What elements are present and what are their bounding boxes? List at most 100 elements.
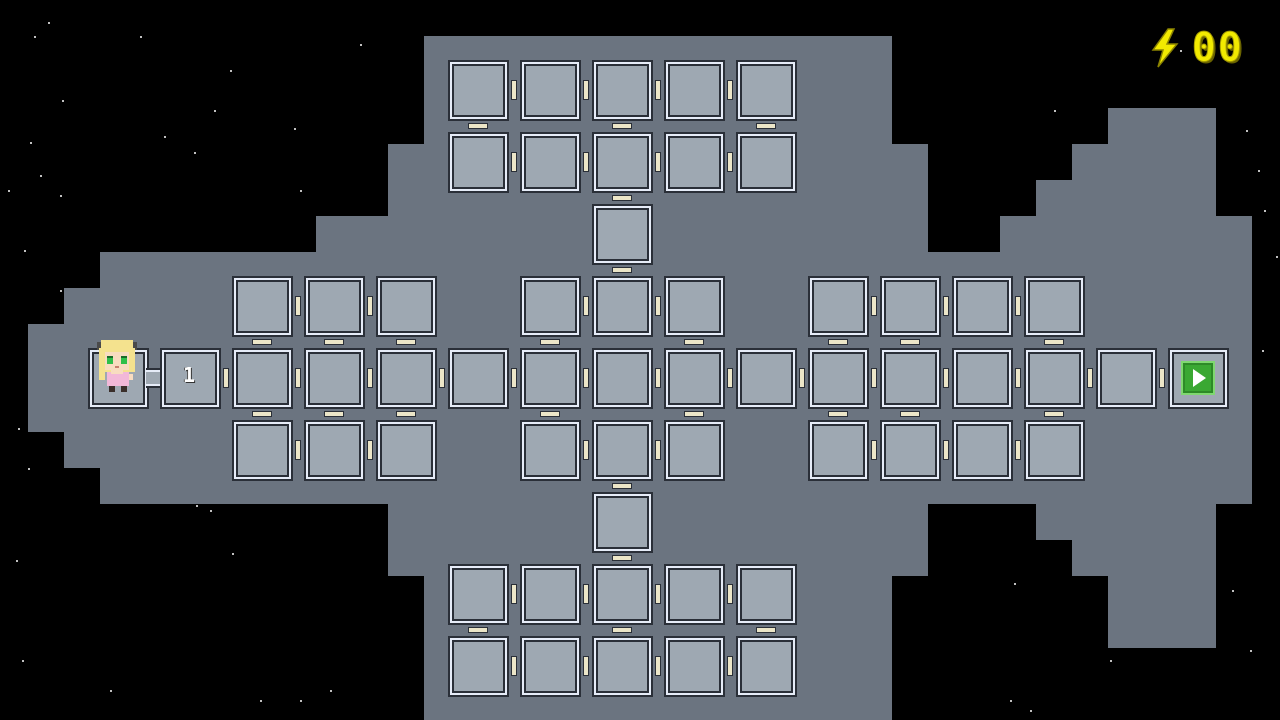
room[interactable] [736, 132, 797, 193]
door-vertical[interactable] [756, 123, 776, 129]
room[interactable] [592, 420, 653, 481]
room[interactable] [304, 420, 365, 481]
door-vertical[interactable] [612, 555, 632, 561]
room[interactable] [880, 420, 941, 481]
room[interactable] [664, 276, 725, 337]
goal-exit-button[interactable] [1181, 361, 1215, 395]
door-vertical[interactable] [396, 411, 416, 417]
door-vertical[interactable] [252, 339, 272, 345]
door-horizontal[interactable] [1159, 368, 1165, 388]
door-horizontal[interactable] [727, 80, 733, 100]
room[interactable] [808, 276, 869, 337]
door-vertical[interactable] [324, 339, 344, 345]
room[interactable] [736, 60, 797, 121]
room[interactable] [1096, 348, 1157, 409]
door-horizontal[interactable] [583, 440, 589, 460]
room[interactable] [1024, 276, 1085, 337]
door-horizontal[interactable] [655, 152, 661, 172]
door-horizontal[interactable] [367, 440, 373, 460]
door-vertical[interactable] [612, 195, 632, 201]
door-vertical[interactable] [612, 123, 632, 129]
door-horizontal[interactable] [583, 80, 589, 100]
room[interactable] [304, 348, 365, 409]
room[interactable] [376, 276, 437, 337]
room[interactable] [880, 276, 941, 337]
room[interactable] [664, 636, 725, 697]
room[interactable] [448, 348, 509, 409]
door-horizontal[interactable] [511, 152, 517, 172]
room[interactable] [664, 60, 725, 121]
room[interactable] [592, 564, 653, 625]
door-horizontal[interactable] [655, 296, 661, 316]
room[interactable] [520, 60, 581, 121]
door-horizontal[interactable] [583, 368, 589, 388]
door-horizontal[interactable] [943, 368, 949, 388]
door-horizontal[interactable] [295, 296, 301, 316]
door-horizontal[interactable] [511, 368, 517, 388]
door-vertical[interactable] [1044, 411, 1064, 417]
room[interactable] [448, 132, 509, 193]
door-vertical[interactable] [756, 627, 776, 633]
door-vertical[interactable] [252, 411, 272, 417]
room[interactable] [376, 420, 437, 481]
door-horizontal[interactable] [1015, 440, 1021, 460]
door-horizontal[interactable] [583, 584, 589, 604]
door-horizontal[interactable] [943, 440, 949, 460]
door-vertical[interactable] [540, 411, 560, 417]
room[interactable] [664, 132, 725, 193]
room[interactable] [592, 636, 653, 697]
door-horizontal[interactable] [943, 296, 949, 316]
door-vertical[interactable] [828, 339, 848, 345]
room[interactable] [952, 348, 1013, 409]
room[interactable] [808, 420, 869, 481]
door-vertical[interactable] [612, 627, 632, 633]
door-vertical[interactable] [612, 267, 632, 273]
door-horizontal[interactable] [655, 368, 661, 388]
door-horizontal[interactable] [655, 440, 661, 460]
room[interactable] [736, 564, 797, 625]
room[interactable] [880, 348, 941, 409]
room-number-one[interactable] [160, 348, 221, 409]
room[interactable] [952, 276, 1013, 337]
room[interactable] [592, 60, 653, 121]
door-horizontal[interactable] [655, 80, 661, 100]
room[interactable] [592, 348, 653, 409]
door-horizontal[interactable] [1087, 368, 1093, 388]
room[interactable] [520, 132, 581, 193]
door-horizontal[interactable] [583, 656, 589, 676]
room[interactable] [1024, 348, 1085, 409]
room[interactable] [952, 420, 1013, 481]
door-horizontal[interactable] [655, 656, 661, 676]
room[interactable] [592, 276, 653, 337]
player-character[interactable] [95, 340, 139, 396]
room[interactable] [520, 564, 581, 625]
room[interactable] [736, 348, 797, 409]
room[interactable] [376, 348, 437, 409]
room[interactable] [592, 132, 653, 193]
door-horizontal[interactable] [439, 368, 445, 388]
door-horizontal[interactable] [727, 584, 733, 604]
door-horizontal[interactable] [655, 584, 661, 604]
room[interactable] [1024, 420, 1085, 481]
door-horizontal[interactable] [295, 440, 301, 460]
room[interactable] [232, 420, 293, 481]
room[interactable] [520, 636, 581, 697]
room[interactable] [664, 348, 725, 409]
door-vertical[interactable] [684, 411, 704, 417]
door-vertical[interactable] [540, 339, 560, 345]
door-horizontal[interactable] [727, 368, 733, 388]
room[interactable] [448, 636, 509, 697]
door-horizontal[interactable] [727, 656, 733, 676]
room[interactable] [736, 636, 797, 697]
door-horizontal[interactable] [871, 368, 877, 388]
room[interactable] [304, 276, 365, 337]
room[interactable] [664, 420, 725, 481]
door-vertical[interactable] [900, 339, 920, 345]
door-vertical[interactable] [1044, 339, 1064, 345]
door-horizontal[interactable] [511, 80, 517, 100]
door-vertical[interactable] [612, 483, 632, 489]
room[interactable] [448, 60, 509, 121]
door-vertical[interactable] [324, 411, 344, 417]
door-horizontal[interactable] [583, 296, 589, 316]
room[interactable] [448, 564, 509, 625]
